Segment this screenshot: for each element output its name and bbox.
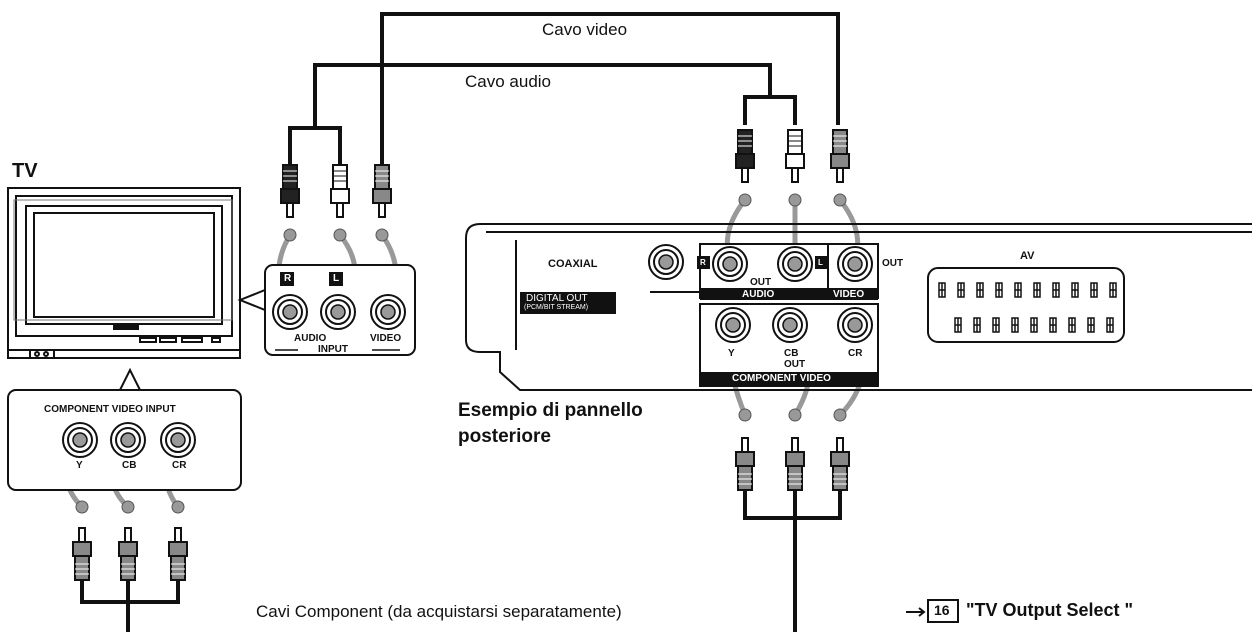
scart-pin	[1014, 282, 1022, 298]
player-video-jack	[837, 246, 873, 282]
tv-r-badge	[280, 272, 294, 286]
lead-end-dots	[75, 193, 847, 514]
tv-video-jack	[370, 294, 406, 330]
tv-y-jack	[62, 422, 98, 458]
tv-cb-label: CB	[122, 460, 137, 471]
rear-panel-label: Esempio di pannello posteriore	[458, 400, 643, 447]
tv-input-label: INPUT	[318, 344, 348, 355]
scart-pin	[976, 282, 984, 298]
audio-l-plug-tv	[330, 164, 350, 218]
tv-audio-label: AUDIO	[294, 333, 327, 344]
tv-l-badge	[329, 272, 343, 286]
player-cb-label: CB	[784, 348, 799, 359]
audio-cable-label: Cavo audio	[465, 72, 552, 91]
scart-pin	[1090, 282, 1098, 298]
tv-cr-label: CR	[172, 460, 187, 471]
player-cb-jack	[772, 307, 808, 343]
scart-av-connector	[927, 267, 1125, 343]
scart-pin	[1049, 317, 1057, 333]
scart-pin	[992, 317, 1000, 333]
tv-component-callout	[119, 367, 141, 391]
audio-r-plug-tv	[280, 164, 300, 218]
component-plugs-tv	[72, 527, 188, 581]
tv-y-label: Y	[76, 460, 83, 471]
component-cable	[80, 490, 842, 632]
player-y-label: Y	[728, 348, 735, 359]
player-chassis	[465, 223, 1252, 391]
player-y-jack	[715, 307, 751, 343]
video-plug-player	[830, 129, 850, 183]
tv-video-label: VIDEO	[370, 333, 402, 344]
digital-out-label: DIGITAL OUT	[526, 293, 588, 304]
tv-set	[7, 187, 241, 359]
scart-pin	[954, 317, 962, 333]
scart-pin	[995, 282, 1003, 298]
scart-pin	[1030, 317, 1038, 333]
player-l-label: L	[818, 258, 823, 267]
scart-pin	[973, 317, 981, 333]
audio-cable	[288, 63, 797, 165]
tv-component-title: COMPONENT VIDEO INPUT	[44, 404, 176, 415]
player-video-out-label: OUT	[882, 258, 904, 269]
video-plug-tv	[372, 164, 392, 218]
page-ref-number: 16	[934, 602, 950, 618]
scart-pin	[1106, 317, 1114, 333]
scart-pins	[938, 282, 1117, 333]
player-audio-r-jack	[712, 246, 748, 282]
tv-r-label: R	[284, 273, 292, 284]
tv-input-callout	[237, 288, 266, 312]
component-cables-label: Cavi Component (da acquistarsi separatam…	[256, 602, 622, 621]
tv-label: TV	[12, 160, 38, 182]
player-audio-label: AUDIO	[742, 289, 775, 300]
scart-pin	[957, 282, 965, 298]
scart-pin	[1109, 282, 1117, 298]
tv-cr-jack	[160, 422, 196, 458]
player-audio-out-label: OUT	[750, 277, 772, 288]
scart-pin	[1068, 317, 1076, 333]
scart-pin	[1087, 317, 1095, 333]
player-audio-l-jack	[777, 246, 813, 282]
coaxial-label: COAXIAL	[548, 258, 598, 270]
page-ref-arrow	[906, 607, 926, 617]
page-ref-text: "TV Output Select "	[966, 600, 1134, 620]
video-cable	[380, 12, 840, 165]
tv-audio-r-jack	[272, 294, 308, 330]
av-label: AV	[1020, 250, 1035, 262]
tv-cb-jack	[110, 422, 146, 458]
player-video-label: VIDEO	[833, 289, 865, 300]
tv-audio-l-jack	[320, 294, 356, 330]
player-cr-label: CR	[848, 348, 863, 359]
scart-pin	[938, 282, 946, 298]
scart-pin	[1071, 282, 1079, 298]
digital-out-sub-label: (PCM/BIT STREAM)	[524, 304, 589, 311]
player-cr-jack	[837, 307, 873, 343]
coaxial-jack	[648, 244, 684, 280]
audio-r-plug-player	[735, 129, 755, 183]
audio-l-plug-player	[785, 129, 805, 183]
tv-l-label: L	[333, 273, 340, 284]
player-component-out-label: OUT	[784, 359, 806, 370]
component-plugs-player	[735, 437, 850, 491]
scart-pin	[1033, 282, 1041, 298]
digital-out-badge	[520, 292, 616, 314]
video-cable-label: Cavo video	[542, 20, 628, 39]
player-r-badge	[697, 256, 710, 269]
scart-pin	[1011, 317, 1019, 333]
scart-pin	[1052, 282, 1060, 298]
player-l-badge	[815, 256, 828, 269]
player-component-video-label: COMPONENT VIDEO	[732, 373, 831, 384]
player-r-label: R	[700, 258, 706, 267]
page-ref-box	[927, 599, 959, 623]
